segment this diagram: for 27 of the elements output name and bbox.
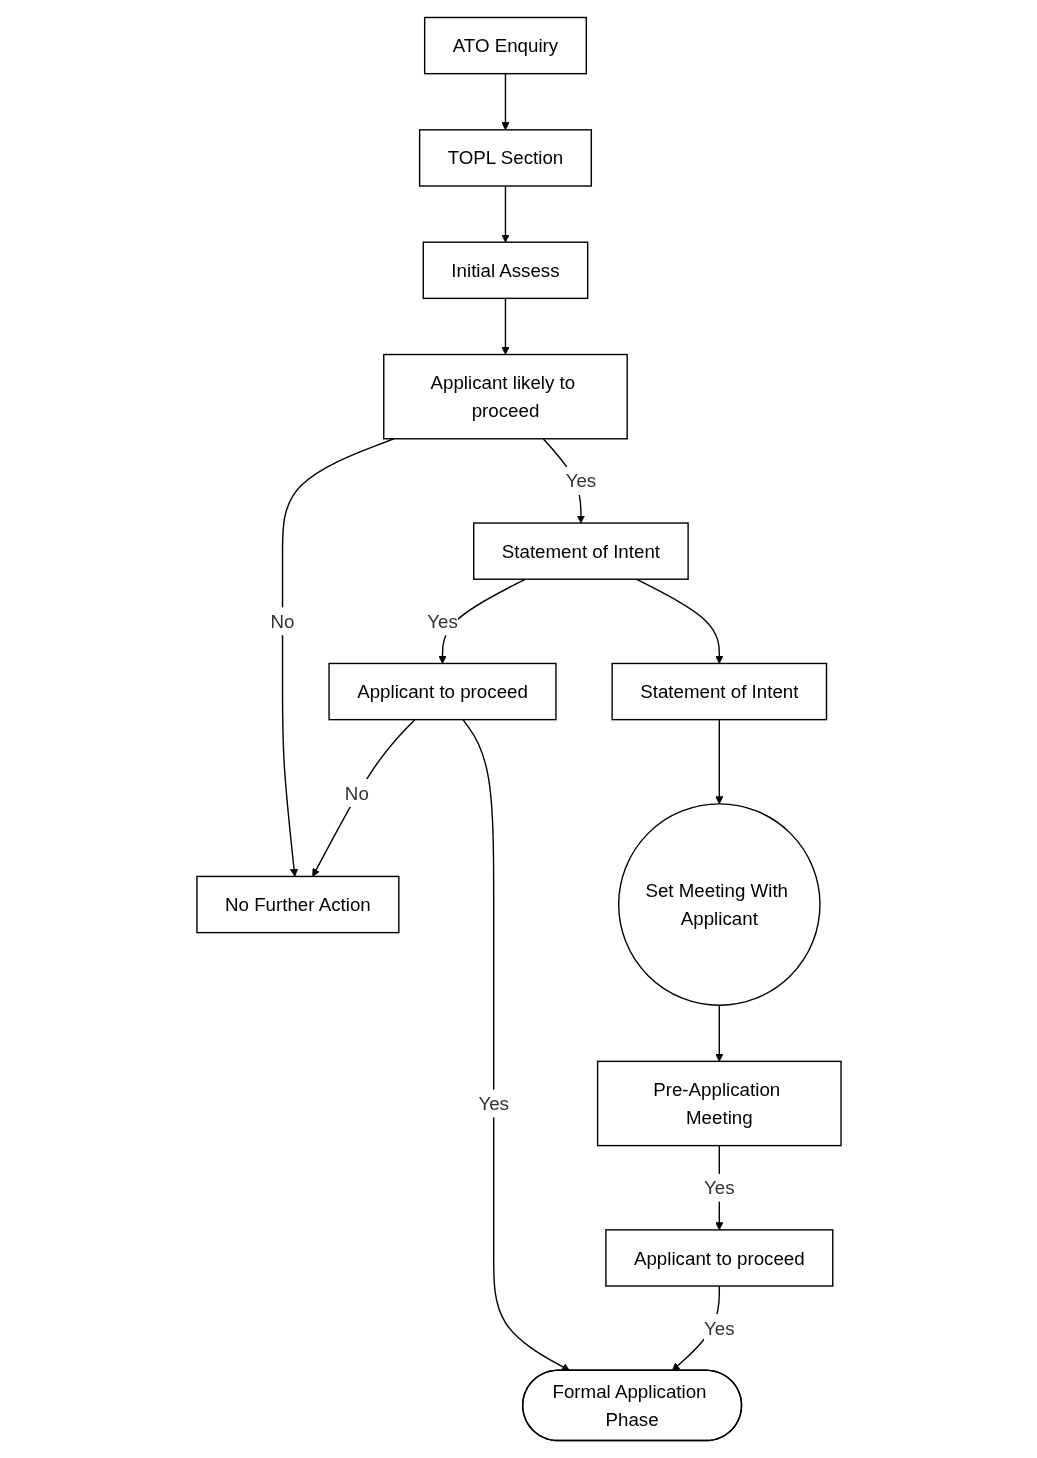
arrow bbox=[500, 72, 510, 131]
node-box: Pre-Application Meeting bbox=[596, 1060, 842, 1147]
node-box: TOPL Section bbox=[418, 129, 592, 187]
edge-label: No bbox=[270, 611, 295, 632]
edge-label: No bbox=[344, 782, 369, 804]
node-box: Statement of Intent bbox=[610, 662, 827, 721]
node-box: Statement of Intent bbox=[472, 522, 689, 580]
arrow bbox=[281, 438, 395, 877]
node-box: Initial Assess bbox=[422, 241, 588, 300]
edge-label: Yes bbox=[703, 1177, 735, 1199]
arrow bbox=[714, 1004, 723, 1062]
node-box: Applicant likely to proceed bbox=[382, 353, 628, 440]
arrow bbox=[461, 718, 570, 1372]
node-circle: Set Meeting With Applicant bbox=[617, 803, 821, 1006]
node-box: Applicant to proceed bbox=[327, 662, 557, 721]
edge-label: Yes bbox=[477, 1093, 509, 1114]
arrow bbox=[500, 297, 510, 355]
edge-label: Yes bbox=[703, 1317, 735, 1339]
node-box: Applicant to proceed bbox=[604, 1229, 833, 1287]
arrow bbox=[500, 185, 510, 243]
edge-label: Yes bbox=[426, 611, 458, 632]
node-box: No Further Action bbox=[195, 875, 400, 934]
arrow bbox=[311, 718, 416, 877]
arrow bbox=[635, 578, 723, 664]
edge-label: Yes bbox=[565, 470, 596, 492]
node-box: ATO Enquiry bbox=[423, 16, 587, 75]
arrow bbox=[714, 718, 723, 805]
